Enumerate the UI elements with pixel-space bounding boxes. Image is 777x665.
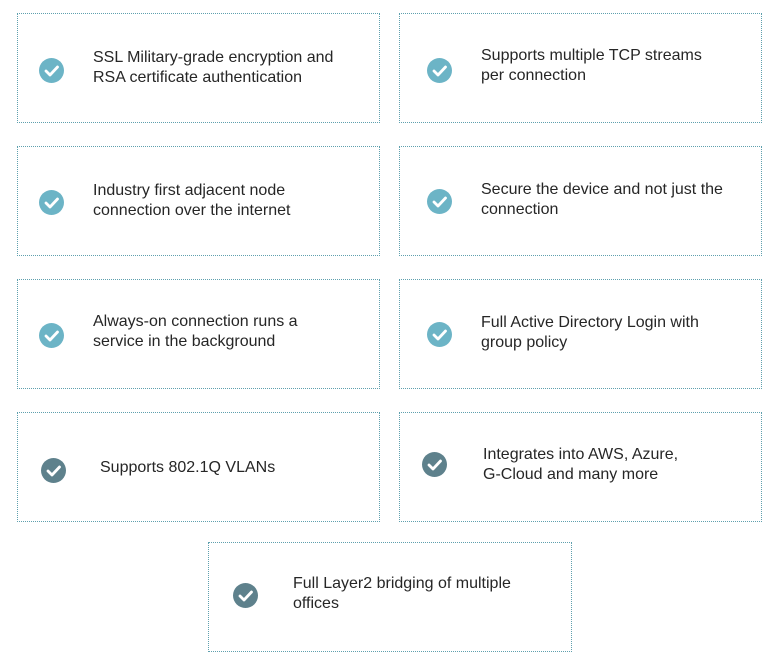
check-circle-icon xyxy=(41,458,66,483)
check-circle-icon xyxy=(39,323,64,348)
check-circle-icon xyxy=(427,189,452,214)
feature-text: Industry first adjacent node connection … xyxy=(93,182,291,219)
check-circle-icon xyxy=(233,583,258,608)
check-circle-icon xyxy=(39,190,64,215)
check-circle-icon xyxy=(427,322,452,347)
feature-text: Always-on connection runs a service in t… xyxy=(93,313,298,350)
feature-card-layer2-bridging: Full Layer2 bridging of multiple offices xyxy=(208,542,572,652)
feature-card-vlans: Supports 802.1Q VLANs xyxy=(17,412,380,522)
feature-text: SSL Military-grade encryption and RSA ce… xyxy=(93,49,334,86)
feature-card-always-on: Always-on connection runs a service in t… xyxy=(17,279,380,389)
check-circle-icon xyxy=(427,58,452,83)
feature-card-ssl-encryption: SSL Military-grade encryption and RSA ce… xyxy=(17,13,380,123)
feature-text: Full Layer2 bridging of multiple offices xyxy=(293,575,511,612)
feature-card-adjacent-node: Industry first adjacent node connection … xyxy=(17,146,380,256)
feature-card-secure-device: Secure the device and not just the conne… xyxy=(399,146,762,256)
feature-text: Integrates into AWS, Azure, G-Cloud and … xyxy=(483,446,679,483)
feature-text: Supports multiple TCP streams per connec… xyxy=(481,47,702,84)
feature-text: Supports 802.1Q VLANs xyxy=(100,459,276,476)
check-circle-icon xyxy=(422,452,447,477)
feature-text: Secure the device and not just the conne… xyxy=(481,181,723,218)
feature-text: Full Active Directory Login with group p… xyxy=(481,314,699,351)
feature-card-cloud-integration: Integrates into AWS, Azure, G-Cloud and … xyxy=(399,412,762,522)
feature-card-tcp-streams: Supports multiple TCP streams per connec… xyxy=(399,13,762,123)
check-circle-icon xyxy=(39,58,64,83)
feature-card-active-directory: Full Active Directory Login with group p… xyxy=(399,279,762,389)
